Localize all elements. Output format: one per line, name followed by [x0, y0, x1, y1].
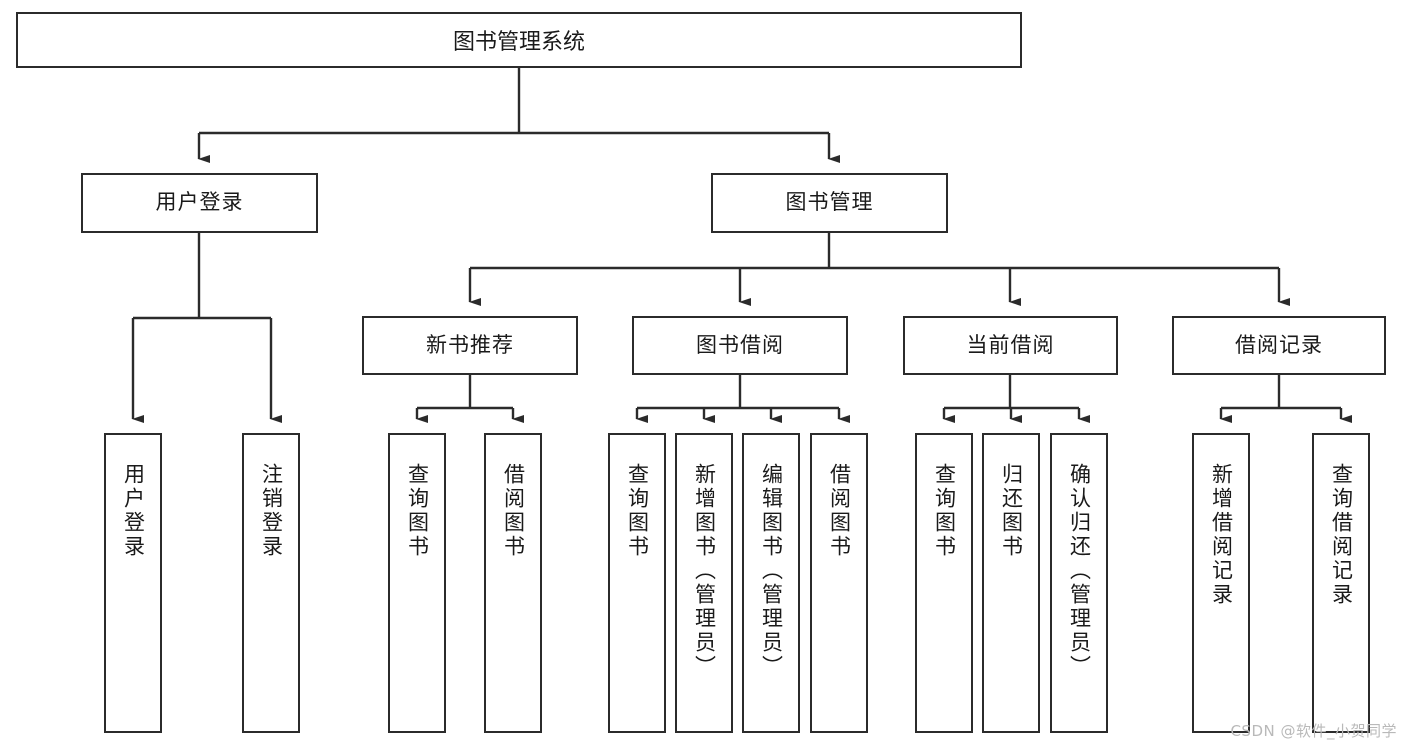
leaf-add-book-admin[interactable]: 新增图书（管理员）	[675, 433, 733, 733]
leaf-label: 查询图书	[932, 463, 957, 559]
leaf-return-book[interactable]: 归还图书	[982, 433, 1040, 733]
leaf-query-book-borrow[interactable]: 查询图书	[608, 433, 666, 733]
node-new-book-recommend[interactable]: 新书推荐	[362, 316, 578, 375]
leaf-user-login[interactable]: 用户登录	[104, 433, 162, 733]
leaf-label: 用户登录	[121, 463, 146, 559]
leaf-label: 新增图书（管理员）	[692, 463, 717, 679]
leaf-label: 借阅图书	[827, 463, 852, 559]
leaf-label: 借阅图书	[501, 463, 526, 559]
leaf-query-borrow-record[interactable]: 查询借阅记录	[1312, 433, 1370, 733]
leaf-borrow-book-borrow[interactable]: 借阅图书	[810, 433, 868, 733]
leaf-query-book-current[interactable]: 查询图书	[915, 433, 973, 733]
leaf-borrow-book-recommend[interactable]: 借阅图书	[484, 433, 542, 733]
leaf-logout[interactable]: 注销登录	[242, 433, 300, 733]
node-book-manage[interactable]: 图书管理	[711, 173, 948, 233]
leaf-label: 查询图书	[405, 463, 430, 559]
leaf-add-borrow-record[interactable]: 新增借阅记录	[1192, 433, 1250, 733]
node-book-borrow[interactable]: 图书借阅	[632, 316, 848, 375]
node-current-borrow[interactable]: 当前借阅	[903, 316, 1118, 375]
leaf-edit-book-admin[interactable]: 编辑图书（管理员）	[742, 433, 800, 733]
leaf-label: 查询借阅记录	[1329, 463, 1354, 607]
watermark: CSDN @软件_小贺同学	[1230, 722, 1397, 740]
leaf-label: 注销登录	[259, 463, 284, 559]
node-borrow-record[interactable]: 借阅记录	[1172, 316, 1386, 375]
leaf-label: 编辑图书（管理员）	[759, 463, 784, 679]
node-root[interactable]: 图书管理系统	[16, 12, 1022, 68]
leaf-query-book-recommend[interactable]: 查询图书	[388, 433, 446, 733]
node-user-login[interactable]: 用户登录	[81, 173, 318, 233]
leaf-label: 新增借阅记录	[1209, 463, 1234, 607]
leaf-confirm-return-admin[interactable]: 确认归还（管理员）	[1050, 433, 1108, 733]
leaf-label: 查询图书	[625, 463, 650, 559]
leaf-label: 归还图书	[999, 463, 1024, 559]
leaf-label: 确认归还（管理员）	[1067, 463, 1092, 679]
